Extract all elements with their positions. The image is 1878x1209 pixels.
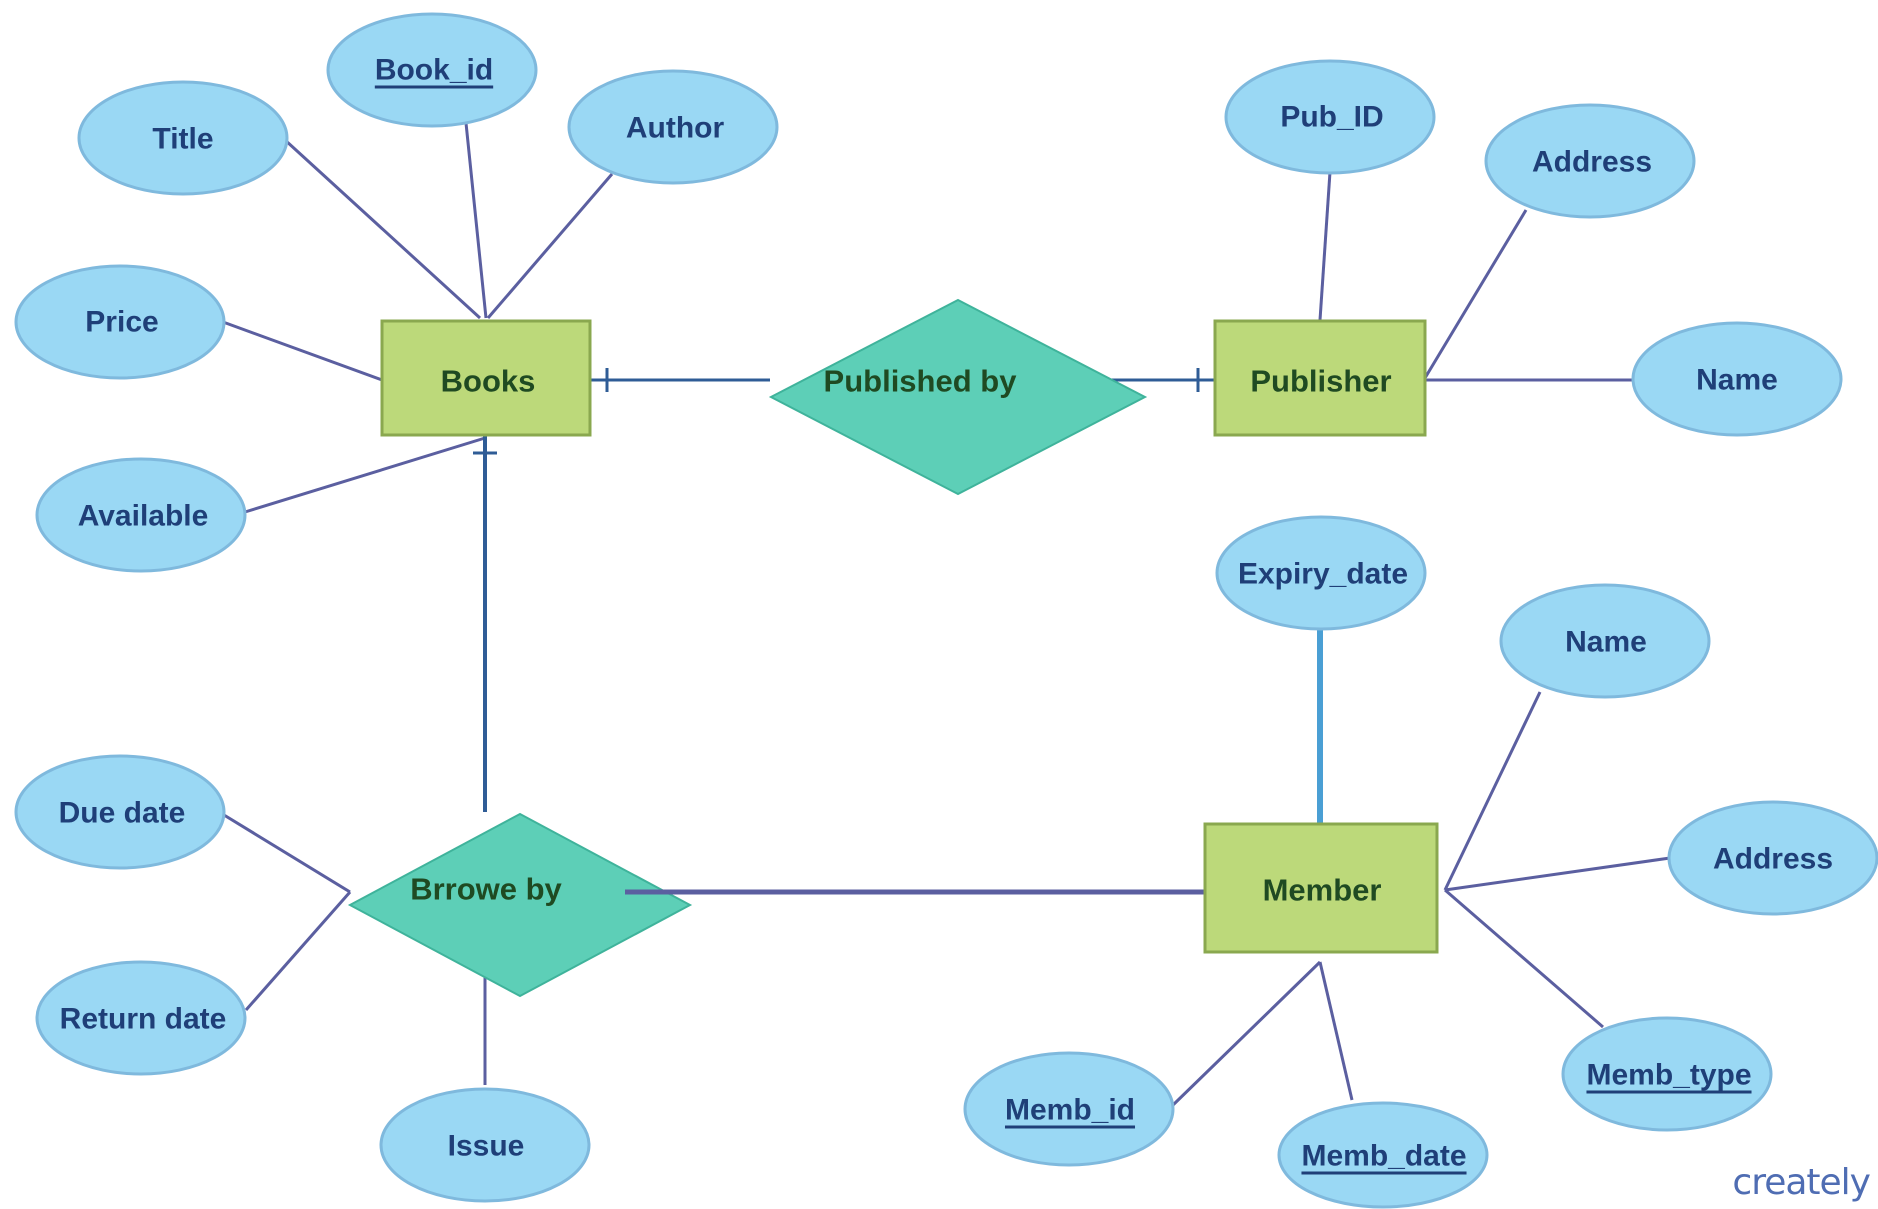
attribute-member-address[interactable]: Address: [1667, 800, 1878, 916]
attribute-memb-type[interactable]: Memb_type: [1561, 1016, 1773, 1132]
connector-memaddress-member: [1444, 856, 1671, 892]
attribute-memb-date-shape: [1277, 1101, 1489, 1209]
connector-lines: [222, 122, 1671, 1107]
attribute-expiry-date-shape: [1215, 515, 1427, 631]
entity-publisher[interactable]: Publisher: [1213, 319, 1427, 437]
attribute-due-date[interactable]: Due date: [14, 754, 226, 870]
relationship-published-by-diamond: [768, 298, 1148, 496]
entity-member-label: Member: [1263, 873, 1382, 908]
attribute-author-label: Author: [626, 112, 725, 145]
attribute-price-label: Price: [85, 306, 158, 339]
connector-title-books: [283, 138, 482, 320]
attribute-member-name-label: Name: [1565, 626, 1647, 659]
attribute-due-date-label: Due date: [59, 797, 186, 830]
attribute-book-id-shape: [326, 12, 538, 128]
creately-watermark: creately: [1732, 1162, 1871, 1203]
attribute-memb-id[interactable]: Memb_id: [963, 1051, 1175, 1167]
entity-books-label: Books: [441, 364, 536, 399]
attribute-member-address-shape: [1667, 800, 1878, 916]
attribute-publisher-name-label: Name: [1696, 364, 1778, 397]
attribute-title-label: Title: [152, 123, 213, 156]
connector-pubid-publisher: [1318, 171, 1332, 321]
relationship-borrowed-by-label: Brrowe by: [410, 872, 562, 907]
connector-bookid-books: [464, 122, 488, 319]
connector-author-books: [486, 173, 614, 319]
attribute-available[interactable]: Available: [35, 457, 247, 573]
attribute-pub-id-label: Pub_ID: [1280, 101, 1383, 134]
attribute-publisher-address-label: Address: [1532, 146, 1652, 179]
attribute-member-address-label: Address: [1713, 843, 1833, 876]
attribute-publisher-name-shape: [1631, 321, 1843, 437]
attribute-due-date-shape: [14, 754, 226, 870]
attribute-price[interactable]: Price: [14, 264, 226, 380]
entity-publisher-box: [1213, 319, 1427, 437]
attribute-title[interactable]: Title: [77, 80, 289, 196]
connector-membid-member: [1171, 960, 1322, 1107]
connector-returndate-borrowed: [244, 891, 352, 1011]
attribute-author[interactable]: Author: [567, 69, 779, 185]
attribute-member-name-shape: [1499, 583, 1711, 699]
attribute-memb-type-shape: [1561, 1016, 1773, 1132]
relationship-lines: [473, 368, 1215, 904]
attribute-expiry-date[interactable]: Expiry_date: [1215, 515, 1427, 631]
attribute-issue[interactable]: Issue: [379, 1087, 591, 1203]
attribute-member-name[interactable]: Name: [1499, 583, 1711, 699]
attribute-price-shape: [14, 264, 226, 380]
relationship-borrowed-by[interactable]: Brrowe by: [347, 812, 693, 998]
entity-member[interactable]: Member: [1203, 822, 1439, 954]
entity-member-box: [1203, 822, 1439, 954]
connector-price-books: [222, 320, 383, 382]
connector-available-books: [244, 436, 486, 514]
attribute-book-id[interactable]: Book_id: [326, 12, 538, 128]
attribute-memb-type-label: Memb_type: [1586, 1059, 1751, 1092]
attribute-title-shape: [77, 80, 289, 196]
entity-books-box: [380, 319, 592, 437]
attribute-memb-date-label: Memb_date: [1301, 1140, 1466, 1173]
attribute-issue-shape: [379, 1087, 591, 1203]
attribute-book-id-label: Book_id: [375, 54, 493, 87]
attribute-expiry-date-label: Expiry_date: [1238, 558, 1408, 591]
attribute-return-date-shape: [35, 960, 247, 1076]
attribute-available-shape: [35, 457, 247, 573]
entity-publisher-label: Publisher: [1250, 364, 1391, 399]
attribute-pub-id-shape: [1224, 59, 1436, 175]
connector-membdate-member: [1318, 961, 1354, 1101]
entity-books[interactable]: Books: [380, 319, 592, 437]
attribute-return-date[interactable]: Return date: [35, 960, 247, 1076]
attribute-publisher-name[interactable]: Name: [1631, 321, 1843, 437]
attributes: Book_id Title Author Price Available Pub…: [14, 12, 1878, 1209]
attribute-memb-id-shape: [963, 1051, 1175, 1167]
relationship-borrowed-by-diamond: [347, 812, 693, 998]
attribute-publisher-address-shape: [1484, 103, 1696, 219]
relationship-published-by-label: Published by: [824, 364, 1018, 399]
attribute-publisher-address[interactable]: Address: [1484, 103, 1696, 219]
attribute-memb-id-label: Memb_id: [1005, 1094, 1135, 1127]
attribute-memb-date[interactable]: Memb_date: [1277, 1101, 1489, 1209]
attribute-issue-label: Issue: [448, 1130, 525, 1163]
attribute-return-date-label: Return date: [60, 1003, 227, 1036]
attribute-available-label: Available: [78, 500, 209, 533]
attribute-author-shape: [567, 69, 779, 185]
connector-pubaddress-publisher: [1423, 209, 1528, 379]
connector-membtype-member: [1444, 888, 1604, 1029]
connector-memname-member: [1443, 691, 1542, 891]
connector-duedate-borrowed: [223, 813, 351, 894]
attribute-pub-id[interactable]: Pub_ID: [1224, 59, 1436, 175]
relationship-published-by[interactable]: Published by: [768, 298, 1148, 496]
